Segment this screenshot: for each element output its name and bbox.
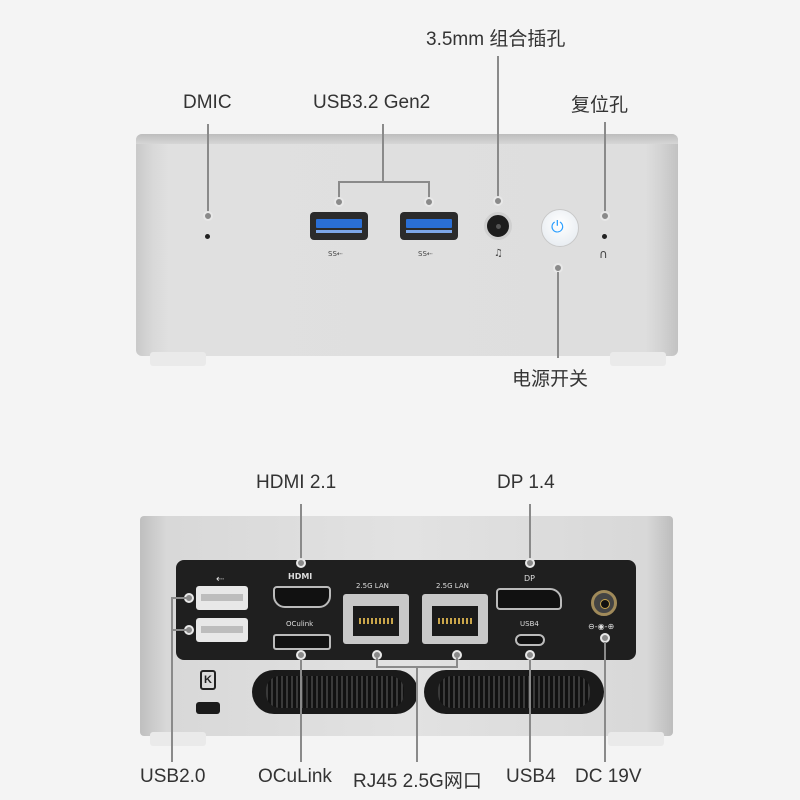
usb4-print: USB4	[520, 620, 539, 628]
dmic-label: DMIC	[183, 92, 232, 113]
front-right-foot	[610, 352, 666, 366]
dp-print: DP	[524, 574, 535, 583]
dmic-marker	[203, 211, 213, 221]
usb32-port-1-logo: SS⇠	[328, 250, 343, 258]
rear-right-foot	[608, 732, 664, 746]
dmic-hole	[205, 234, 210, 239]
usb32-port-1	[310, 212, 368, 240]
usb4-port	[515, 634, 545, 646]
rj45-label: RJ45 2.5G网口	[353, 771, 482, 792]
dp-marker	[525, 558, 535, 568]
front-chassis	[136, 134, 678, 356]
rear-left-foot	[150, 732, 206, 746]
headphone-icon: ∩	[599, 247, 608, 261]
front-chassis-top	[136, 134, 678, 144]
dc-polarity: ⊖-◉-⊕	[588, 622, 615, 631]
oculink-label: OCuLink	[258, 766, 332, 787]
usb32-leader-left	[338, 181, 340, 201]
usb4-label: USB4	[506, 766, 556, 787]
oculink-port	[273, 634, 331, 650]
usb32-leader-h	[338, 181, 430, 183]
usb20-port-2	[196, 618, 248, 642]
lan2-print: 2.5G LAN	[436, 582, 469, 590]
usb20-leader-h1	[171, 597, 187, 599]
dc-leader	[604, 642, 606, 762]
rj45-port-1	[343, 594, 409, 644]
rj45-leader-v	[416, 666, 418, 762]
power-icon: ⏻	[551, 219, 564, 236]
dp-leader	[529, 504, 531, 562]
usb4-leader	[529, 660, 531, 762]
dp-port	[496, 588, 562, 610]
power-button: ⏻	[541, 209, 579, 247]
oculink-print: OCulink	[286, 620, 314, 628]
reset-leader	[604, 122, 606, 214]
hdmi-label: HDMI 2.1	[256, 472, 337, 493]
rear-vent-right	[424, 670, 604, 714]
oculink-leader	[300, 660, 302, 762]
dmic-leader	[207, 124, 209, 214]
reset-label: 复位孔	[571, 95, 629, 116]
usb32-marker-1	[334, 197, 344, 207]
usb20-label: USB2.0	[140, 766, 206, 787]
usb32-leader-right	[428, 181, 430, 201]
rear-vent-left	[252, 670, 418, 714]
power-leader	[557, 272, 559, 358]
kensington-icon: K	[200, 670, 216, 690]
usb32-label: USB3.2 Gen2	[313, 92, 431, 113]
kensington-slot	[196, 702, 220, 714]
usb32-leader-v	[382, 124, 384, 182]
usb32-port-2	[400, 212, 458, 240]
reset-hole	[602, 234, 607, 239]
audio-jack-port	[484, 212, 512, 240]
usb20-print: ⇠	[216, 574, 225, 585]
usb32-port-2-logo: SS⇠	[418, 250, 433, 258]
oculink-marker	[296, 650, 306, 660]
audio-jack-label: 3.5mm 组合插孔	[426, 29, 566, 50]
hdmi-leader	[300, 504, 302, 562]
dp-label: DP 1.4	[497, 472, 555, 493]
hdmi-marker	[296, 558, 306, 568]
audio-jack-leader	[497, 56, 499, 198]
dc-port	[591, 590, 617, 616]
power-label: 电源开关	[512, 369, 589, 390]
rj45-port-2	[422, 594, 488, 644]
reset-marker	[600, 211, 610, 221]
front-left-foot	[150, 352, 206, 366]
hdmi-print: HDMI	[288, 572, 313, 581]
usb20-leader-h2	[171, 629, 187, 631]
usb32-marker-2	[424, 197, 434, 207]
lan1-print: 2.5G LAN	[356, 582, 389, 590]
rj45-leader-right	[456, 658, 458, 668]
hdmi-port	[273, 586, 331, 608]
usb20-leader	[171, 597, 173, 762]
rj45-leader-left	[376, 658, 378, 668]
audio-jack-marker	[493, 196, 503, 206]
usb20-port-1	[196, 586, 248, 610]
dc-label: DC 19V	[575, 766, 642, 787]
audio-jack-mic-icon: ♫	[494, 248, 503, 259]
usb4-marker	[525, 650, 535, 660]
